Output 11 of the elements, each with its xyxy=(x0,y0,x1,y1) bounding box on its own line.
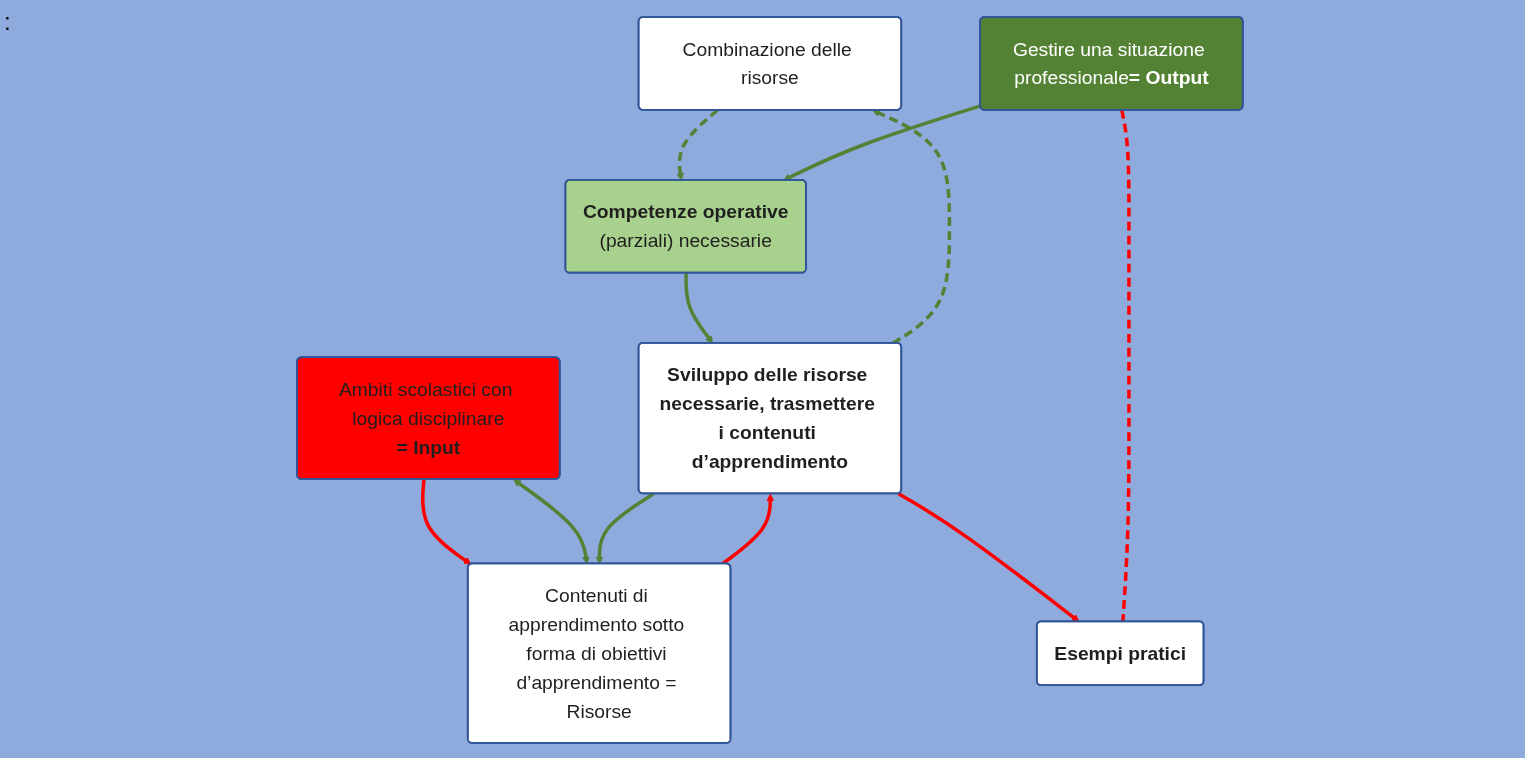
arrow xyxy=(595,492,655,565)
arrow xyxy=(897,492,1080,623)
connector xyxy=(1120,109,1131,622)
arrow xyxy=(421,479,472,565)
arrow xyxy=(721,493,775,566)
arrow xyxy=(676,108,719,181)
note-text: : xyxy=(4,8,11,35)
arrow xyxy=(783,104,982,181)
arrow xyxy=(684,273,714,344)
arrow xyxy=(872,109,952,345)
arrow xyxy=(513,479,590,565)
